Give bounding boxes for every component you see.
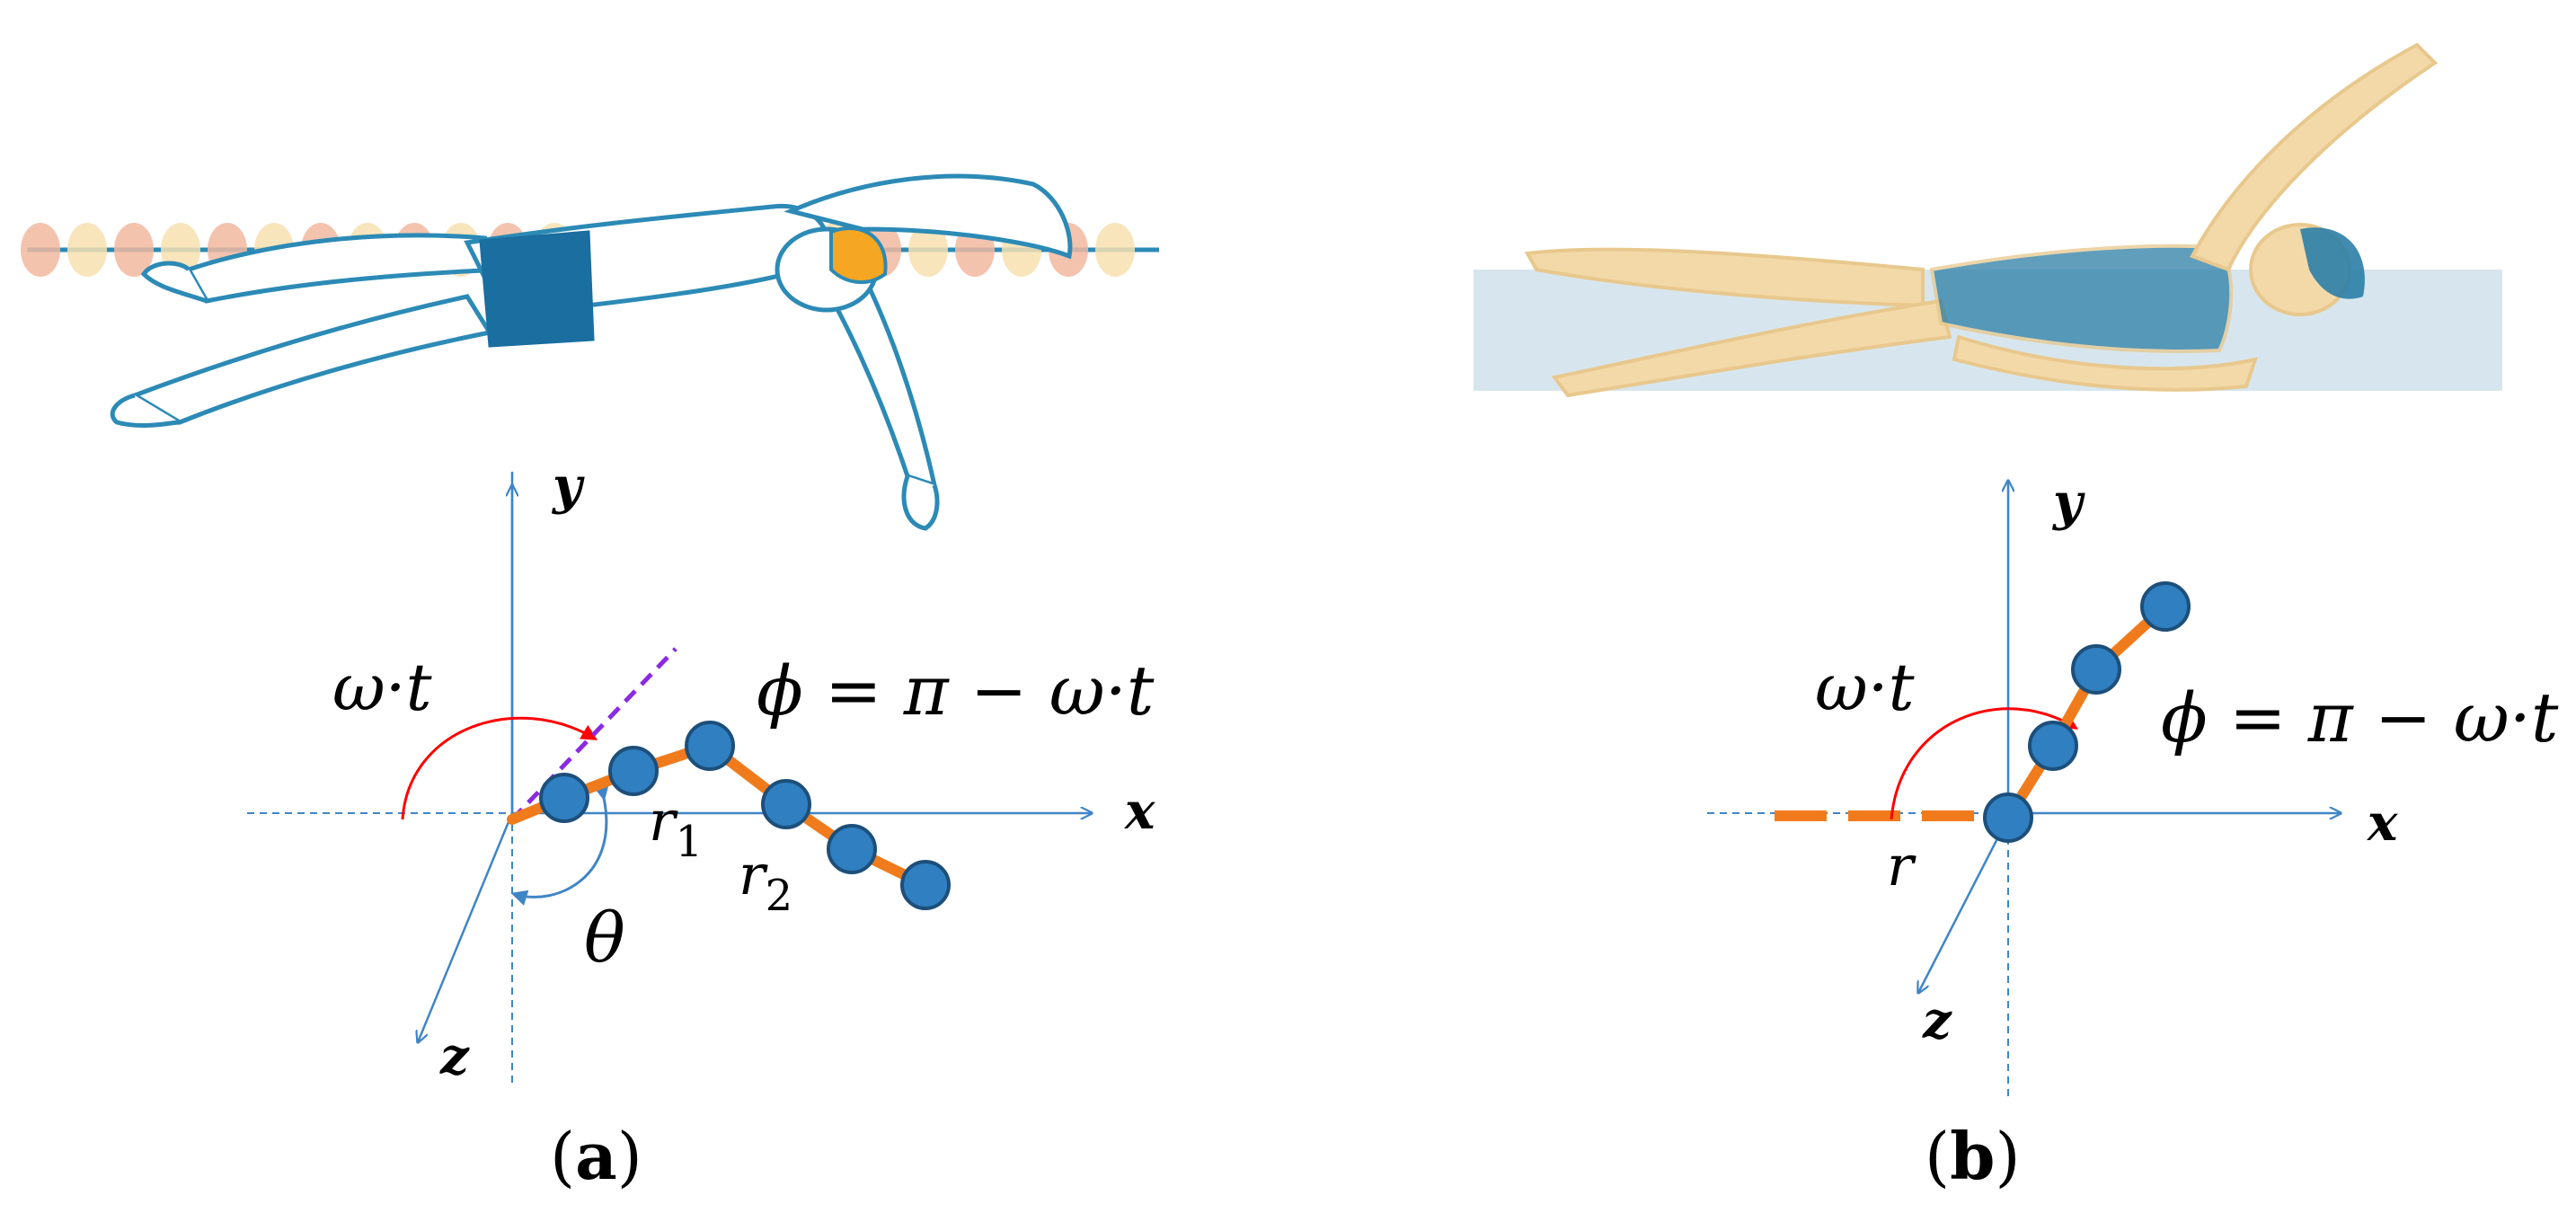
node-a-6 [900,860,951,910]
node-b-3 [2071,644,2121,695]
phi-equation-a: ϕ = π − ω·t [757,651,1155,730]
y-axis-label-a: y [551,456,585,516]
r2-label-a: r2 [739,842,792,921]
node-a-2 [608,746,659,796]
chain-nodes-b [1983,581,2191,843]
freestyle-swimmer-illustration [21,173,1159,531]
swim-suit [1929,243,2234,353]
z-axis-label-b: z [1922,991,1952,1050]
lane-float [908,223,948,277]
panel-b: y x z ω·t ϕ = π − ω·t r (b) [1474,42,2559,1194]
z-axis-a [418,812,514,1042]
z-axis-label-a: z [439,1027,470,1086]
node-a-5 [827,824,877,874]
node-b-1 [1983,792,2033,843]
caption-a: (a) [550,1118,642,1194]
lane-float [21,223,60,277]
lane-float [67,223,107,277]
swim-trunks [479,230,595,348]
node-a-4 [761,779,811,829]
caption-b: (b) [1925,1118,2021,1194]
reference-dashed-line-a [510,647,677,821]
x-axis-label-b: x [2367,793,2398,853]
lane-float [114,223,154,277]
lane-float [1095,223,1135,277]
axes-b [1707,481,2341,1096]
node-a-1 [539,773,589,823]
omega-t-arc-b [1890,707,2079,820]
theta-arc-a [510,784,609,906]
y-axis-label-b: y [2051,473,2085,532]
chain-nodes-a [539,721,951,910]
theta-label-a: θ [584,898,625,978]
node-b-2 [2028,721,2078,771]
swim-cap-b [2300,227,2365,299]
node-a-3 [685,721,735,771]
backstroke-swimmer-illustration [1474,42,2502,398]
node-b-4 [2140,581,2191,632]
axes-a [247,472,1092,1083]
swim-cap [829,226,888,285]
z-axis-b [1918,817,2010,993]
chain-links-b [2003,601,2171,823]
panel-a: y x z ω·t ϕ = π − ω·t θ r1 r2 (a) [21,173,1159,1194]
x-axis-label-a: x [1124,782,1155,841]
omega-t-label-b: ω·t [1815,650,1916,725]
phi-equation-b: ϕ = π − ω·t [2161,677,2559,757]
omega-t-arc-a [401,716,598,820]
omega-t-label-a: ω·t [332,650,433,725]
r1-label-a: r1 [649,788,703,867]
r-label-b: r [1887,833,1917,899]
